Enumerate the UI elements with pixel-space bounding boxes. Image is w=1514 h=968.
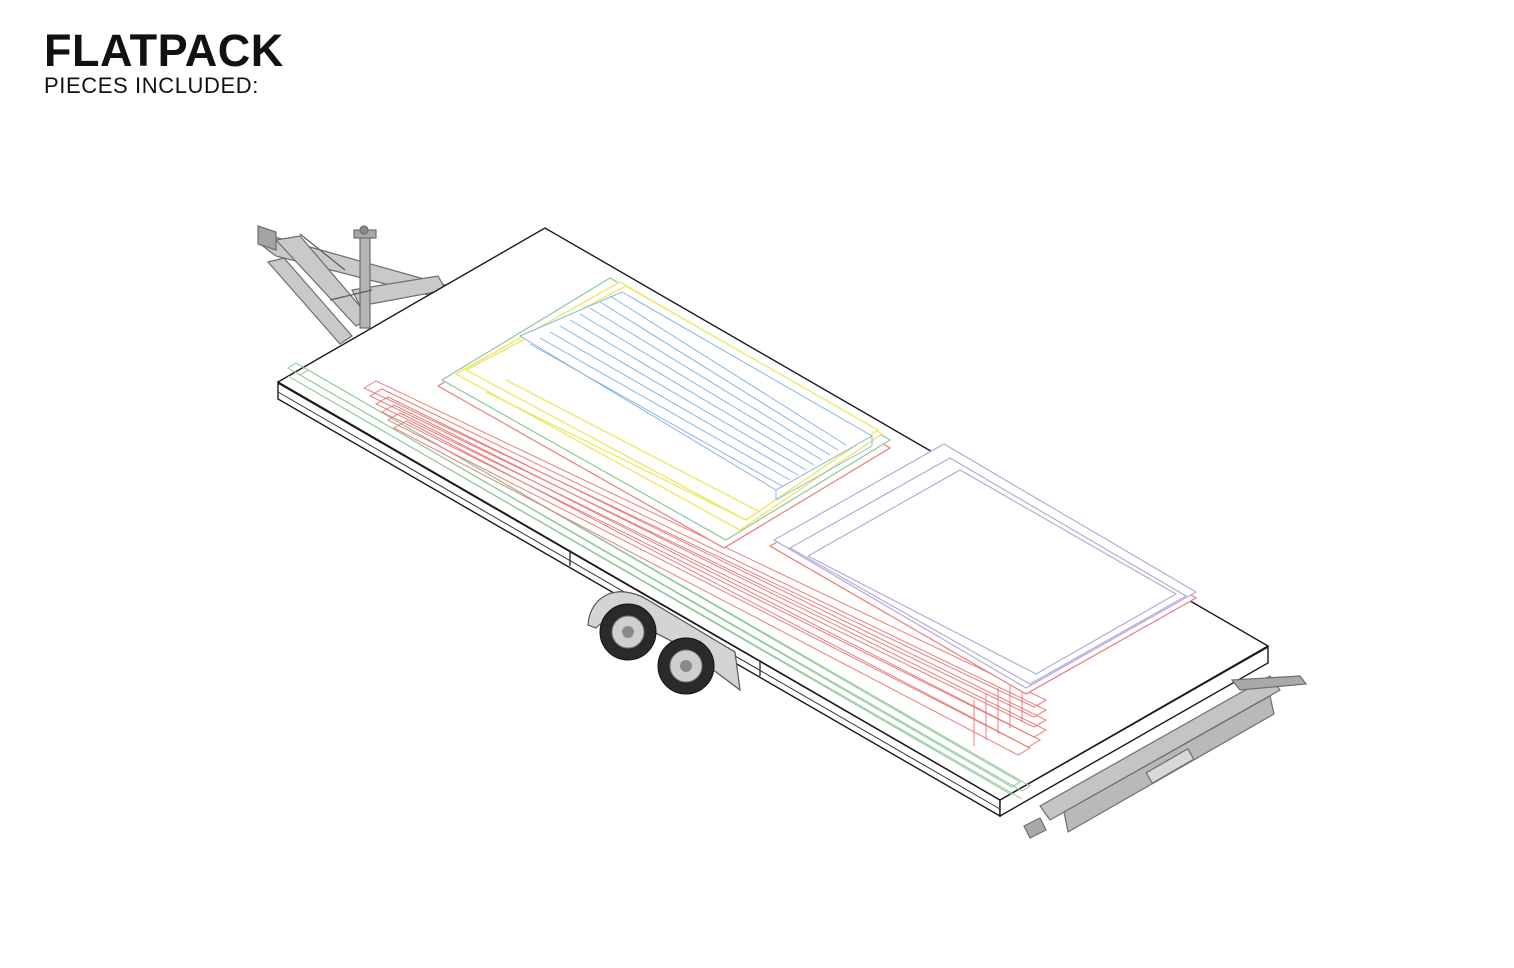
header: FLATPACK PIECES INCLUDED: xyxy=(44,28,284,98)
page-subtitle: PIECES INCLUDED: xyxy=(44,73,259,98)
pieces-red-stack xyxy=(362,380,1048,756)
pieces-green-long xyxy=(287,362,1031,800)
pieces-purple-panels xyxy=(768,443,1198,695)
pieces-blue-slats xyxy=(518,291,874,501)
wheel-assembly xyxy=(587,591,741,695)
trailer-deck xyxy=(276,227,1270,818)
tow-hitch xyxy=(257,225,457,345)
rear-bumper xyxy=(1023,675,1308,839)
page-title: FLATPACK xyxy=(44,25,284,76)
